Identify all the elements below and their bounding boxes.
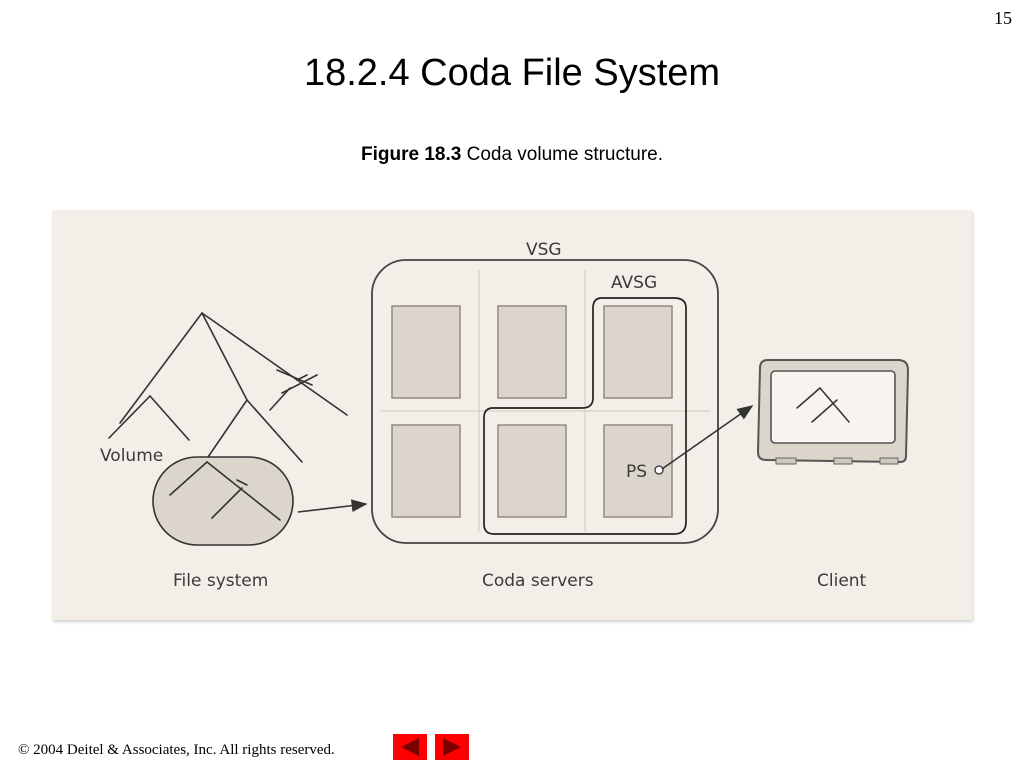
volume-to-servers-arrow	[297, 499, 368, 513]
ps-node	[654, 465, 664, 475]
copyright-text: 2004 Deitel & Associates, Inc. All right…	[29, 742, 335, 758]
volume-tree	[108, 312, 348, 499]
ps-to-client-arrow	[661, 405, 754, 470]
copyright-footer: © 2004 Deitel & Associates, Inc. All rig…	[18, 742, 335, 759]
coda-volume-diagram: Volume VSG	[52, 210, 972, 620]
client-label: Client	[817, 571, 867, 591]
caption-label: Figure 18.3	[360, 144, 462, 165]
server-grid	[391, 305, 673, 518]
page-number: 15	[994, 8, 1012, 28]
caption-text: Coda volume structure.	[461, 144, 664, 165]
coda-servers-label: Coda servers	[482, 571, 594, 591]
vsg-boundary	[371, 259, 719, 544]
vsg-label: VSG	[526, 240, 562, 260]
avsg-label: AVSG	[611, 273, 657, 293]
server-1	[391, 305, 461, 399]
server-5	[497, 424, 567, 518]
avsg-boundary	[483, 297, 687, 535]
client-monitor	[756, 359, 910, 465]
next-slide-button[interactable]	[435, 734, 469, 760]
server-4	[391, 424, 461, 518]
server-2	[497, 305, 567, 399]
previous-slide-button[interactable]	[393, 734, 427, 760]
left-arrow-icon	[401, 738, 419, 756]
copyright-icon: ©	[18, 742, 30, 758]
volume-label: Volume	[100, 446, 163, 466]
figure-caption: Figure 18.3 Coda volume structure.	[0, 144, 1024, 166]
file-system-disk	[152, 456, 294, 546]
file-system-label: File system	[173, 571, 268, 591]
server-3	[603, 305, 673, 399]
slide-title: 18.2.4 Coda File System	[303, 52, 721, 94]
right-arrow-icon	[443, 738, 461, 756]
ps-label: PS	[626, 462, 647, 482]
